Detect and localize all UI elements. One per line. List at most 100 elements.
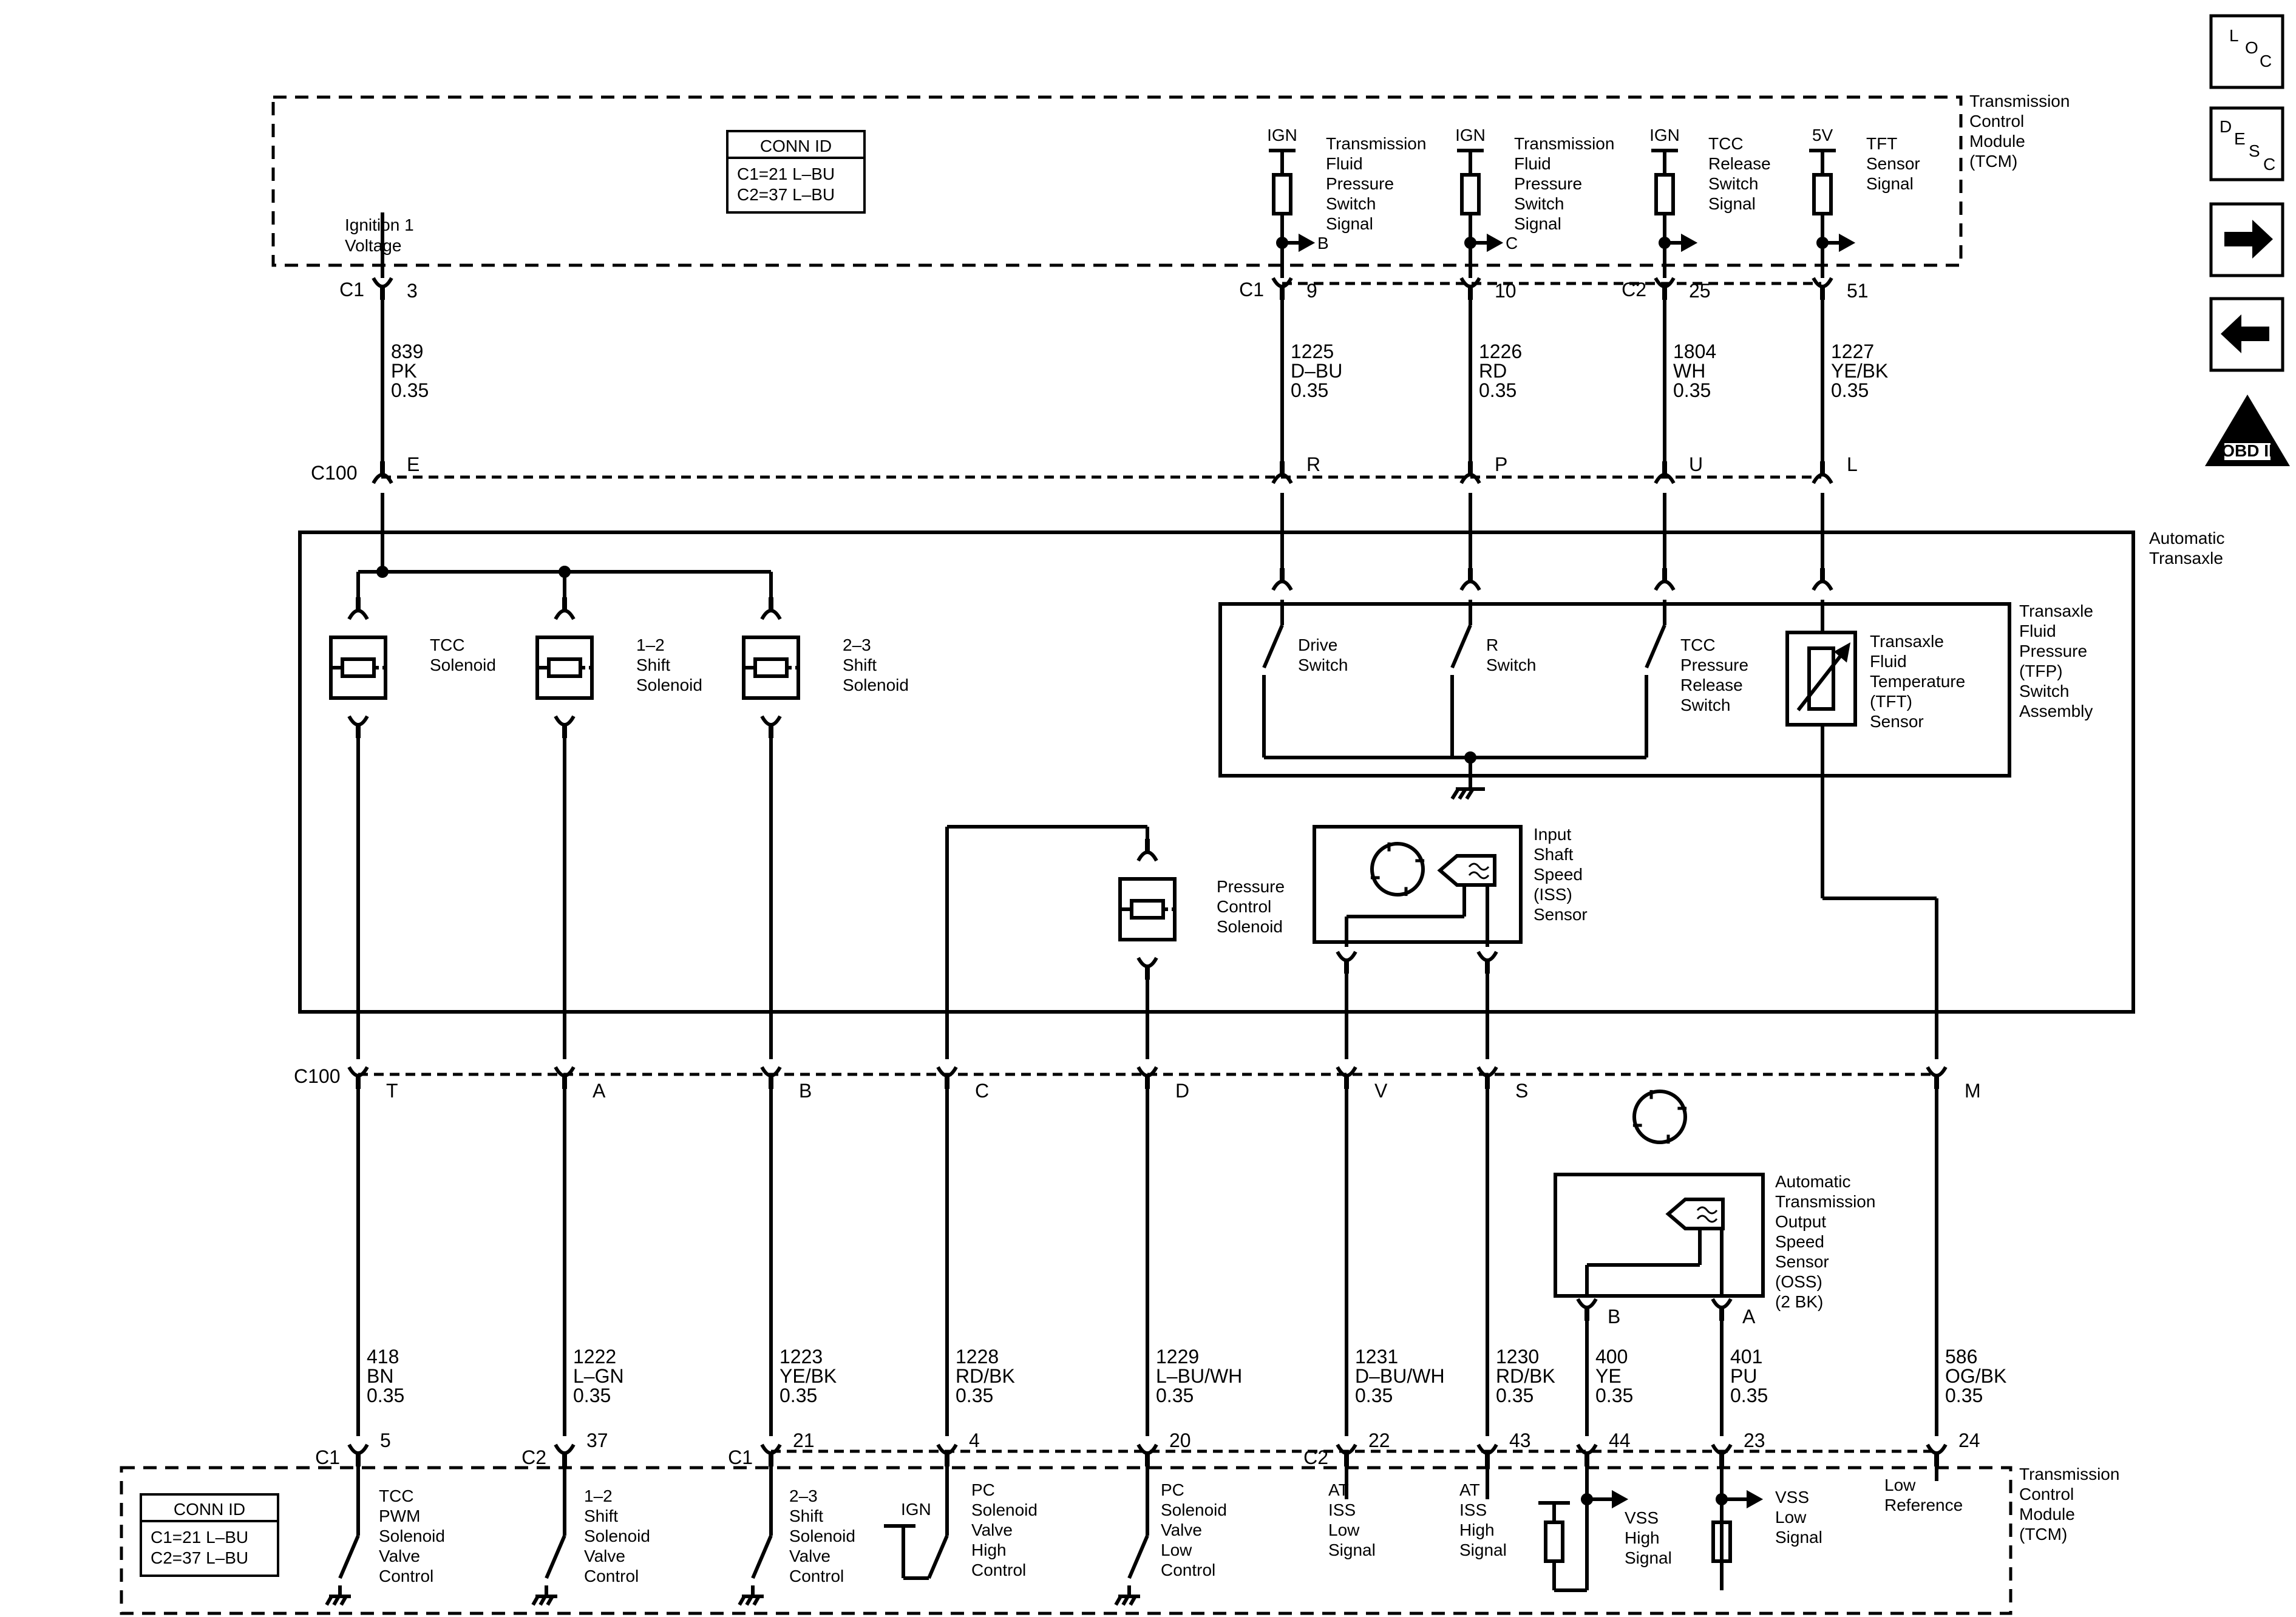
connector-pin <box>769 597 773 609</box>
pin-number: 10 <box>1495 280 1517 302</box>
wire-circuit: 1231 <box>1355 1346 1398 1368</box>
connector-pin <box>562 597 567 609</box>
desc-letter: S <box>2249 141 2260 160</box>
wire-color: OG/BK <box>1945 1365 2006 1387</box>
c100-top-terminal <box>1812 473 1833 484</box>
desc-button-frame <box>2209 106 2284 181</box>
previous-page-button[interactable] <box>2209 297 2284 372</box>
wire-circuit: 1227 <box>1831 341 1874 362</box>
control-name-line: Reference <box>1884 1496 1963 1514</box>
thermistor <box>1807 646 1835 711</box>
ignition-voltage-line: Ignition 1 <box>345 215 414 234</box>
switch-name-line: TCC <box>1680 636 1716 654</box>
control-name-line: Valve <box>584 1547 625 1565</box>
ground-icon <box>325 1595 333 1606</box>
high-side-driver <box>927 1534 949 1579</box>
pin-number: 3 <box>407 280 418 302</box>
loc-button[interactable]: LOC <box>2209 14 2284 89</box>
arrow-left-icon <box>2221 314 2269 353</box>
wire-color: RD/BK <box>1496 1365 1555 1387</box>
switch-name-line: Drive <box>1298 636 1337 654</box>
solenoid-terminal <box>1136 850 1158 862</box>
control-name-line: Signal <box>1625 1548 1672 1567</box>
ground-icon <box>538 1595 547 1606</box>
pin-number: 51 <box>1847 280 1869 302</box>
control-name-line: Signal <box>1459 1541 1507 1559</box>
control-name-line: Solenoid <box>379 1527 445 1545</box>
connector-pin <box>1344 1454 1349 1466</box>
solenoid-terminal <box>347 715 369 727</box>
input-name-line: Fluid <box>1514 154 1551 173</box>
c100-pin-letter: M <box>1965 1080 1981 1102</box>
signal-arrow <box>1839 233 1856 253</box>
transaxle-name-line: Transaxle <box>2149 549 2223 568</box>
input-name-line: TCC <box>1708 134 1744 153</box>
connector-pin <box>1280 461 1285 473</box>
control-name-line: High <box>1459 1520 1495 1539</box>
tfp-name-line: Pressure <box>2019 642 2087 660</box>
c100-pin-letter: B <box>799 1080 812 1102</box>
pin-number: 20 <box>1169 1429 1191 1451</box>
c100-bottom-terminal <box>1926 1066 1948 1077</box>
wire-gauge: 0.35 <box>391 379 429 401</box>
connector-pin <box>1485 1454 1490 1466</box>
wire-color: YE <box>1595 1365 1622 1387</box>
control-name-line: ISS <box>1459 1500 1487 1519</box>
input-name-line: Signal <box>1708 194 1756 213</box>
iss-terminal <box>1336 951 1357 962</box>
c100-top-terminal <box>1271 473 1293 484</box>
conn-id-line: C2=37 L–BU <box>737 185 835 204</box>
input-name-line: Signal <box>1866 174 1914 193</box>
control-name-line: Solenoid <box>789 1527 855 1545</box>
wire-circuit: 839 <box>391 341 423 362</box>
ignition-voltage-line: Voltage <box>345 236 401 255</box>
input-name-line: Signal <box>1326 214 1373 233</box>
signal-arrow <box>1681 233 1698 253</box>
connector-pin <box>1662 461 1667 473</box>
wire-color: BN <box>367 1365 393 1387</box>
wire-gauge: 0.35 <box>956 1385 993 1406</box>
c100-bottom-terminal <box>347 1066 369 1077</box>
signal-arrow <box>1487 233 1504 253</box>
solenoid-coil <box>547 657 582 678</box>
wire-gauge: 0.35 <box>1831 379 1869 401</box>
next-page-button[interactable] <box>2209 202 2284 277</box>
ground-icon <box>1129 1595 1137 1606</box>
conn-id-box-top <box>726 130 866 214</box>
oss-name-line: Sensor <box>1775 1252 1829 1271</box>
oss-pin-letter: B <box>1608 1306 1620 1327</box>
loc-letter: C <box>2260 52 2272 70</box>
pin-number: 25 <box>1689 280 1711 302</box>
low-side-driver <box>545 1534 566 1579</box>
tft-name-line: Transaxle <box>1870 632 1944 651</box>
connector-pin <box>1468 568 1473 580</box>
bottom-pin-terminal <box>554 1443 576 1455</box>
tcm-bottom-name-line: (TCM) <box>2019 1525 2067 1544</box>
wires <box>338 149 1938 1596</box>
connector-pin <box>356 597 361 609</box>
bottom-pin-terminal <box>760 1443 782 1455</box>
thermistor-arrow <box>1796 648 1847 711</box>
solenoid-coil <box>341 657 376 678</box>
connector-pin <box>1719 1309 1724 1321</box>
loc-letter: L <box>2229 26 2239 45</box>
pc-solenoid-name-line: Pressure <box>1217 877 1285 896</box>
connector-name: C2 <box>521 1446 546 1468</box>
tfp-switch-assembly-frame <box>1218 602 2011 778</box>
solenoid-name-line: Solenoid <box>636 676 702 694</box>
wire-gauge: 0.35 <box>779 1385 817 1406</box>
input-name-line: Transmission <box>1514 134 1614 153</box>
iss-name-line: Shaft <box>1533 845 1574 864</box>
input-name-line: Signal <box>1514 214 1561 233</box>
obd-glyph: II <box>2243 422 2252 441</box>
wire-gauge: 0.35 <box>1595 1385 1633 1406</box>
wire-color: RD/BK <box>956 1365 1015 1387</box>
connector-name: C1 <box>1239 279 1264 300</box>
conn-id-line: C1=21 L–BU <box>737 164 835 183</box>
pc-solenoid-name-line: Solenoid <box>1217 917 1283 936</box>
tfp-name-line: Assembly <box>2019 702 2093 720</box>
ground-icon <box>738 1595 746 1606</box>
